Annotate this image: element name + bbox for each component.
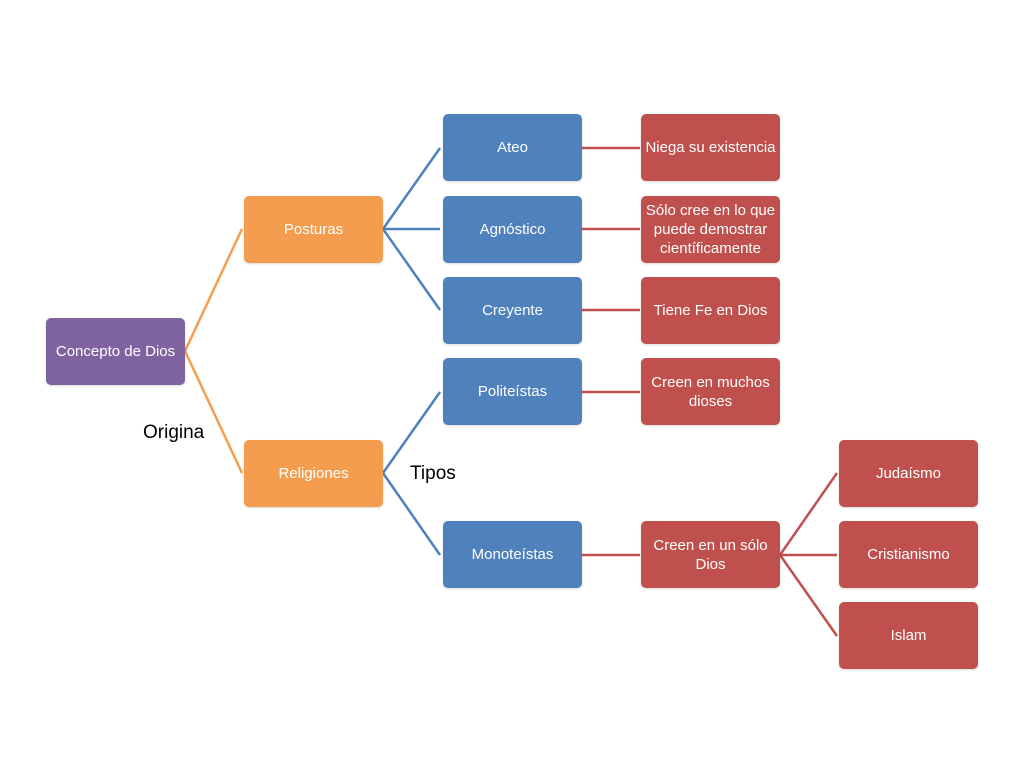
node-concepto-de-dios: Concepto de Dios	[46, 318, 185, 385]
connector-posturas-ateo	[381, 147, 442, 230]
node-creen-en-un-solo-dios: Creen en un sólo Dios	[641, 521, 780, 588]
node-politeistas: Politeístas	[443, 358, 582, 425]
node-agnostico: Agnóstico	[443, 196, 582, 263]
tag-tipos: Tipos	[410, 463, 456, 484]
node-creyente: Creyente	[443, 277, 582, 344]
connector-posturas-creyente	[381, 228, 442, 311]
connector-un-solo-islam	[778, 554, 839, 637]
node-religiones: Religiones	[244, 440, 383, 507]
node-cristianismo: Cristianismo	[839, 521, 978, 588]
node-islam: Islam	[839, 602, 978, 669]
node-judaismo: Judaísmo	[839, 440, 978, 507]
node-posturas: Posturas	[244, 196, 383, 263]
connector-religiones-politeistas	[381, 391, 442, 474]
node-monoteistas: Monoteístas	[443, 521, 582, 588]
node-solo-cree: Sólo cree en lo que puede demostrar cien…	[641, 196, 780, 263]
node-ateo: Ateo	[443, 114, 582, 181]
connector-un-solo-judaismo	[778, 472, 839, 556]
node-creen-en-muchos-dioses: Creen en muchos dioses	[641, 358, 780, 425]
connector-root-religiones	[183, 350, 244, 474]
tag-origina: Origina	[143, 422, 205, 443]
node-niega-su-existencia: Niega su existencia	[641, 114, 780, 181]
connector-root-posturas	[183, 228, 244, 352]
node-tiene-fe-en-dios: Tiene Fe en Dios	[641, 277, 780, 344]
connector-religiones-monoteistas	[381, 472, 442, 556]
